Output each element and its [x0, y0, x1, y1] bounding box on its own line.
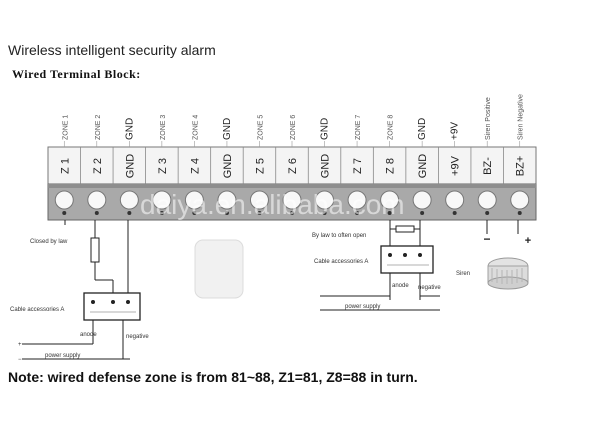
left-power-wires — [22, 320, 130, 360]
terminal-label: Z 5 — [254, 158, 266, 174]
terminal-contact — [192, 211, 197, 215]
terminal-screw[interactable] — [445, 190, 465, 210]
terminal-screw[interactable] — [119, 190, 139, 210]
terminal-contact — [94, 211, 99, 215]
terminal-screw[interactable] — [315, 190, 335, 210]
left-anode-label: anode — [80, 332, 97, 338]
right-power-wires — [320, 273, 440, 311]
siren-wires — [486, 220, 519, 234]
terminal-screw[interactable] — [217, 190, 237, 210]
terminal-screw[interactable] — [152, 190, 172, 210]
terminal-top-label: GND — [124, 118, 135, 140]
terminal-label: Z 2 — [92, 158, 104, 174]
terminal-screw[interactable] — [249, 190, 269, 210]
diagram-subtitle: Wired Terminal Block: — [12, 67, 141, 81]
terminal-label: Z 1 — [59, 158, 71, 174]
terminal-contact — [290, 211, 294, 215]
terminal-label: Z 7 — [352, 158, 364, 174]
right-anode-label: anode — [392, 283, 409, 289]
terminal-screw[interactable] — [510, 190, 530, 210]
left-plus-sign: + — [18, 342, 22, 348]
terminal-group: ZONE 1 Z 1 ZONE 2 Z 2 GND GND ZONE 3 Z 3 ZONE 4 Z… — [54, 94, 530, 215]
terminal-contact — [420, 211, 425, 215]
terminal-label: GND — [320, 154, 332, 179]
terminal-label: +9V — [450, 155, 462, 176]
terminal-top-label: ZONE 1 — [62, 115, 69, 140]
terminal-label: Z 4 — [189, 158, 201, 174]
terminal-top-label: ZONE 5 — [257, 115, 264, 140]
siren-plus-sign: + — [525, 235, 531, 247]
terminal-contact — [62, 211, 67, 215]
terminal-screw[interactable] — [184, 190, 204, 210]
terminal-top-label: GND — [222, 118, 233, 140]
terminal-label: BZ+ — [515, 156, 527, 176]
terminal-top-label: +9V — [450, 122, 461, 140]
siren-label: Siren — [456, 271, 470, 277]
terminal-label: Z 3 — [157, 158, 169, 174]
terminal-contact — [257, 211, 262, 215]
terminal-contact — [387, 211, 392, 215]
terminal-screw[interactable] — [477, 190, 497, 210]
watermark-text: daiya.en.alibaba.com — [140, 189, 405, 220]
left-accessory-box — [83, 292, 141, 321]
terminal-top-label: Siren Positive — [485, 97, 492, 140]
terminal-label: GND — [222, 154, 234, 179]
terminal-contact — [355, 211, 360, 215]
terminal-top-label: GND — [320, 118, 331, 140]
terminal-screw[interactable] — [412, 190, 432, 210]
siren-icon — [487, 257, 529, 290]
right-negative-label: negative — [418, 285, 441, 291]
terminal-top-label: ZONE 3 — [160, 115, 167, 140]
left-power-label: power supply — [45, 353, 80, 359]
right-accessory-box — [380, 245, 434, 274]
terminal-contact — [517, 211, 522, 215]
diagram-title: Wireless intelligent security alarm — [8, 42, 216, 58]
terminal-top-label: ZONE 6 — [290, 115, 297, 140]
terminal-label-strip — [47, 146, 537, 185]
terminal-label: GND — [124, 154, 136, 179]
right-power-label: power supply — [345, 304, 380, 310]
left-wires — [64, 220, 129, 296]
terminal-top-label: ZONE 8 — [388, 115, 395, 140]
zone-note: Note: wired defense zone is from 81~88, … — [8, 369, 418, 385]
terminal-screw[interactable] — [380, 190, 400, 210]
right-accessory-label: Cable accessories A — [314, 259, 368, 265]
terminal-top-label: ZONE 7 — [355, 115, 362, 140]
terminal-top-label: ZONE 4 — [192, 115, 199, 140]
terminal-screw[interactable] — [282, 190, 302, 210]
terminal-label: Z 8 — [385, 158, 397, 174]
terminal-screw[interactable] — [87, 190, 107, 210]
left-minus-sign: − — [18, 357, 22, 363]
terminal-top-label: GND — [417, 118, 428, 140]
left-accessory-label: Cable accessories A — [10, 307, 64, 313]
terminal-contact — [485, 211, 490, 215]
closed-by-law-label: Closed by law — [30, 239, 68, 245]
terminal-label: Z 6 — [287, 158, 299, 174]
terminal-label: GND — [417, 154, 429, 179]
terminal-screw[interactable] — [54, 190, 74, 210]
terminal-contact — [159, 211, 164, 215]
open-by-law-label: By law to often open — [312, 233, 366, 239]
terminal-contact — [452, 211, 457, 215]
terminal-contact — [127, 211, 132, 215]
terminal-top-label: Siren Negative — [518, 94, 525, 140]
terminal-top-label: ZONE 2 — [95, 115, 102, 140]
terminal-label: BZ- — [482, 157, 494, 175]
terminal-screw[interactable] — [347, 190, 367, 210]
terminal-contact — [224, 211, 229, 215]
terminal-contact — [322, 211, 327, 215]
left-negative-label: negative — [126, 334, 149, 340]
siren-minus-sign: − — [483, 232, 490, 246]
sensor-silhouette — [194, 239, 244, 299]
